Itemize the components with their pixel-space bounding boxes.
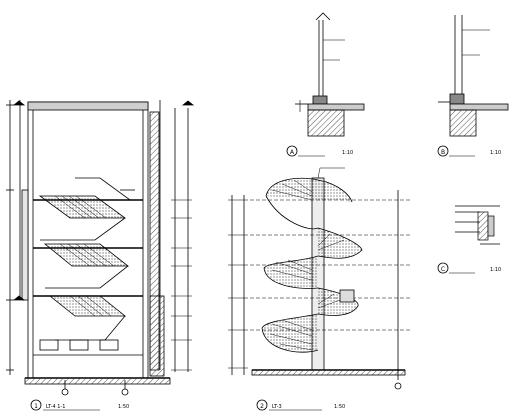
svg-text:1:50: 1:50 <box>334 404 345 410</box>
svg-text:1:50: 1:50 <box>118 404 129 410</box>
svg-text:2: 2 <box>260 403 264 410</box>
svg-text:1: 1 <box>34 403 38 410</box>
detail-b-callout: B 1:10 <box>437 145 501 157</box>
svg-text:LT-4 1-1: LT-4 1-1 <box>46 404 65 410</box>
section-1-callout: 1 LT-4 1-1 1:50 <box>30 399 129 411</box>
detail-a-drawing <box>295 12 365 137</box>
section-1-drawing <box>6 100 195 396</box>
detail-c-callout: C 1:10 <box>437 262 501 274</box>
svg-text:1:10: 1:10 <box>490 267 501 273</box>
detail-b-drawing <box>438 15 509 137</box>
svg-text:1:10: 1:10 <box>342 150 353 156</box>
svg-text:A: A <box>290 149 295 156</box>
section-2-callout: 2 LT-3 1:50 <box>256 399 345 411</box>
svg-text:LT-3: LT-3 <box>272 404 282 410</box>
detail-c-drawing <box>455 205 500 245</box>
detail-a-callout: A 1:10 <box>286 145 353 157</box>
svg-text:1:10: 1:10 <box>490 150 501 156</box>
svg-text:B: B <box>441 149 445 156</box>
svg-text:C: C <box>441 266 445 273</box>
section-2-drawing <box>228 167 410 390</box>
